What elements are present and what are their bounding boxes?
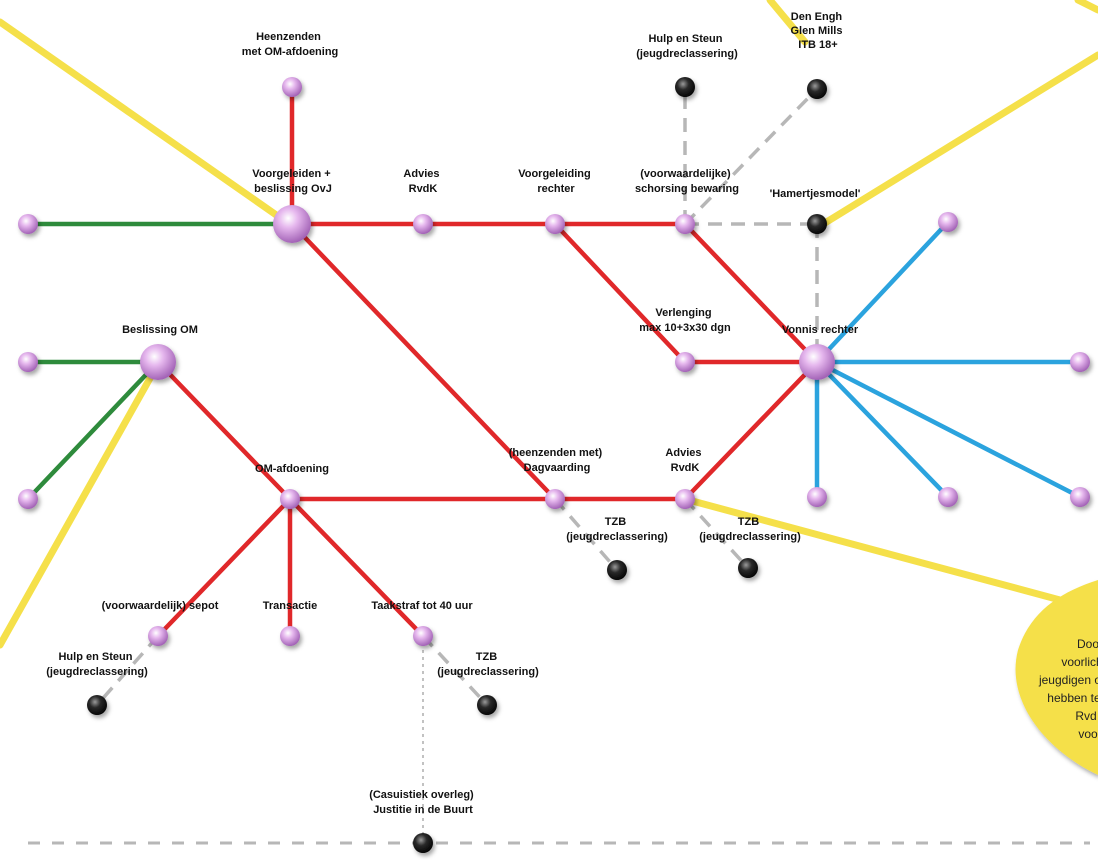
station-advies-rvdk-mid	[675, 489, 695, 509]
yellow-line-left	[0, 360, 162, 649]
dash-sepot-hulp	[95, 634, 160, 707]
callout-line-6: voo	[1078, 727, 1098, 741]
yellow-line-bottom-right	[681, 495, 1064, 604]
station-heenzenden	[282, 77, 302, 97]
station-tzb-1	[607, 560, 627, 580]
red-advies-vonnis	[682, 359, 820, 502]
label-tzb-2: TZB (jeugdreclassering)	[699, 516, 801, 543]
station-blue-end-bottom-3	[1070, 487, 1090, 507]
red-voorgeleiden-dagvaarding	[289, 221, 558, 502]
red-omafdoening-taakstraf	[287, 496, 426, 639]
label-casuistiek: (Casuistiek overleg) Justitie in de Buur…	[369, 789, 477, 816]
label-advies-rvdk-mid: Advies RvdK	[665, 447, 704, 474]
station-green-end-1	[18, 214, 38, 234]
yellow-line-top-right	[816, 51, 1098, 230]
label-voorgeleiding-rechter: Voorgeleiding rechter	[518, 168, 594, 195]
station-green-end-3	[18, 489, 38, 509]
station-hulp-steun-bottom	[87, 695, 107, 715]
station-justitie-buurt	[413, 833, 433, 853]
label-tzb-1: TZB (jeugdreclassering)	[566, 516, 668, 543]
blue-line-1	[814, 219, 951, 365]
label-hulp-steun-bottom: Hulp en Steun (jeugdreclassering)	[46, 651, 148, 678]
label-tzb-3: TZB (jeugdreclassering)	[437, 651, 539, 678]
station-labels: Heenzenden met OM-afdoening Voorgeleiden…	[46, 11, 861, 816]
station-green-end-2	[18, 352, 38, 372]
callout-line-1: Doo	[1077, 637, 1098, 651]
label-voorgeleiden-ovj: Voorgeleiden + beslissing OvJ	[252, 168, 333, 195]
callout-line-3: jeugdigen o	[1038, 673, 1098, 687]
label-den-engh: Den Engh Glen Mills ITB 18+	[790, 11, 845, 51]
callout-line-5: Rvd	[1075, 709, 1096, 723]
station-tzb-3	[477, 695, 497, 715]
label-dagvaarding: (heenzenden met) Dagvaarding	[509, 447, 606, 474]
station-hamertjesmodel	[807, 214, 827, 234]
purple-stations	[18, 77, 1090, 646]
label-beslissing-om: Beslissing OM	[122, 324, 198, 336]
red-lines	[155, 84, 820, 639]
station-voorgeleiden-ovj	[273, 205, 311, 243]
station-blue-end-bottom-1	[807, 487, 827, 507]
station-hulp-steun-top	[675, 77, 695, 97]
green-lines	[25, 221, 295, 502]
yellow-connectors	[0, 0, 1098, 649]
label-verlenging: Verlenging max 10+3x30 dgn	[639, 307, 731, 334]
red-schorsing-vonnis	[682, 221, 820, 365]
station-blue-end-right	[1070, 352, 1090, 372]
station-tzb-2	[738, 558, 758, 578]
label-heenzenden: Heenzenden met OM-afdoening	[242, 31, 339, 58]
station-advies-rvdk-top	[413, 214, 433, 234]
red-omafdoening-sepot	[155, 496, 293, 639]
station-schorsing-bewaring	[675, 214, 695, 234]
blue-line-4	[814, 359, 951, 500]
label-om-afdoening: OM-afdoening	[255, 463, 329, 475]
label-vonnis-rechter: Vonnis rechter	[782, 324, 859, 336]
yellow-line-top-left	[0, 18, 296, 230]
label-sepot: (voorwaardelijk) sepot	[102, 600, 219, 612]
station-beslissing-om	[140, 344, 176, 380]
station-om-afdoening	[280, 489, 300, 509]
station-den-engh	[807, 79, 827, 99]
station-sepot	[148, 626, 168, 646]
label-hulp-steun-top: Hulp en Steun (jeugdreclassering)	[636, 33, 738, 60]
label-advies-rvdk-top: Advies RvdK	[403, 168, 442, 195]
dash-advies-tzb	[683, 497, 750, 570]
yellow-line-top	[766, 0, 809, 46]
dashed-connectors	[28, 87, 1090, 845]
callout-line-2: voorlich	[1061, 655, 1098, 669]
yellow-line-top-right-2	[1074, 0, 1098, 14]
dash-taakstraf-tzb	[421, 634, 489, 707]
station-transactie	[280, 626, 300, 646]
label-schorsing-bewaring: (voorwaardelijke) schorsing bewaring	[635, 168, 739, 195]
label-transactie: Transactie	[263, 600, 317, 612]
station-vonnis-rechter	[799, 344, 835, 380]
station-blue-end-top	[938, 212, 958, 232]
green-line-3	[25, 359, 161, 502]
dash-dagvaarding-tzb	[553, 497, 619, 572]
callout-line-4: hebben te	[1047, 691, 1098, 705]
station-blue-end-bottom-2	[938, 487, 958, 507]
red-voorgeleiding-verlenging	[552, 221, 688, 365]
blue-lines	[814, 219, 1083, 500]
black-stations	[87, 77, 827, 853]
red-beslissing-omafdoening	[155, 359, 293, 502]
label-hamertjesmodel: 'Hamertjesmodel'	[770, 188, 861, 200]
dash-schorsing-denengh	[683, 87, 819, 226]
station-taakstraf	[413, 626, 433, 646]
station-verlenging	[675, 352, 695, 372]
blue-line-5	[814, 359, 1083, 500]
station-dagvaarding	[545, 489, 565, 509]
label-taakstraf: Taakstraf tot 40 uur	[371, 600, 473, 612]
station-voorgeleiding-rechter	[545, 214, 565, 234]
callout-shape	[1015, 580, 1098, 775]
callout-bubble: Doo voorlich jeugdigen o hebben te Rvd v…	[1015, 580, 1098, 775]
